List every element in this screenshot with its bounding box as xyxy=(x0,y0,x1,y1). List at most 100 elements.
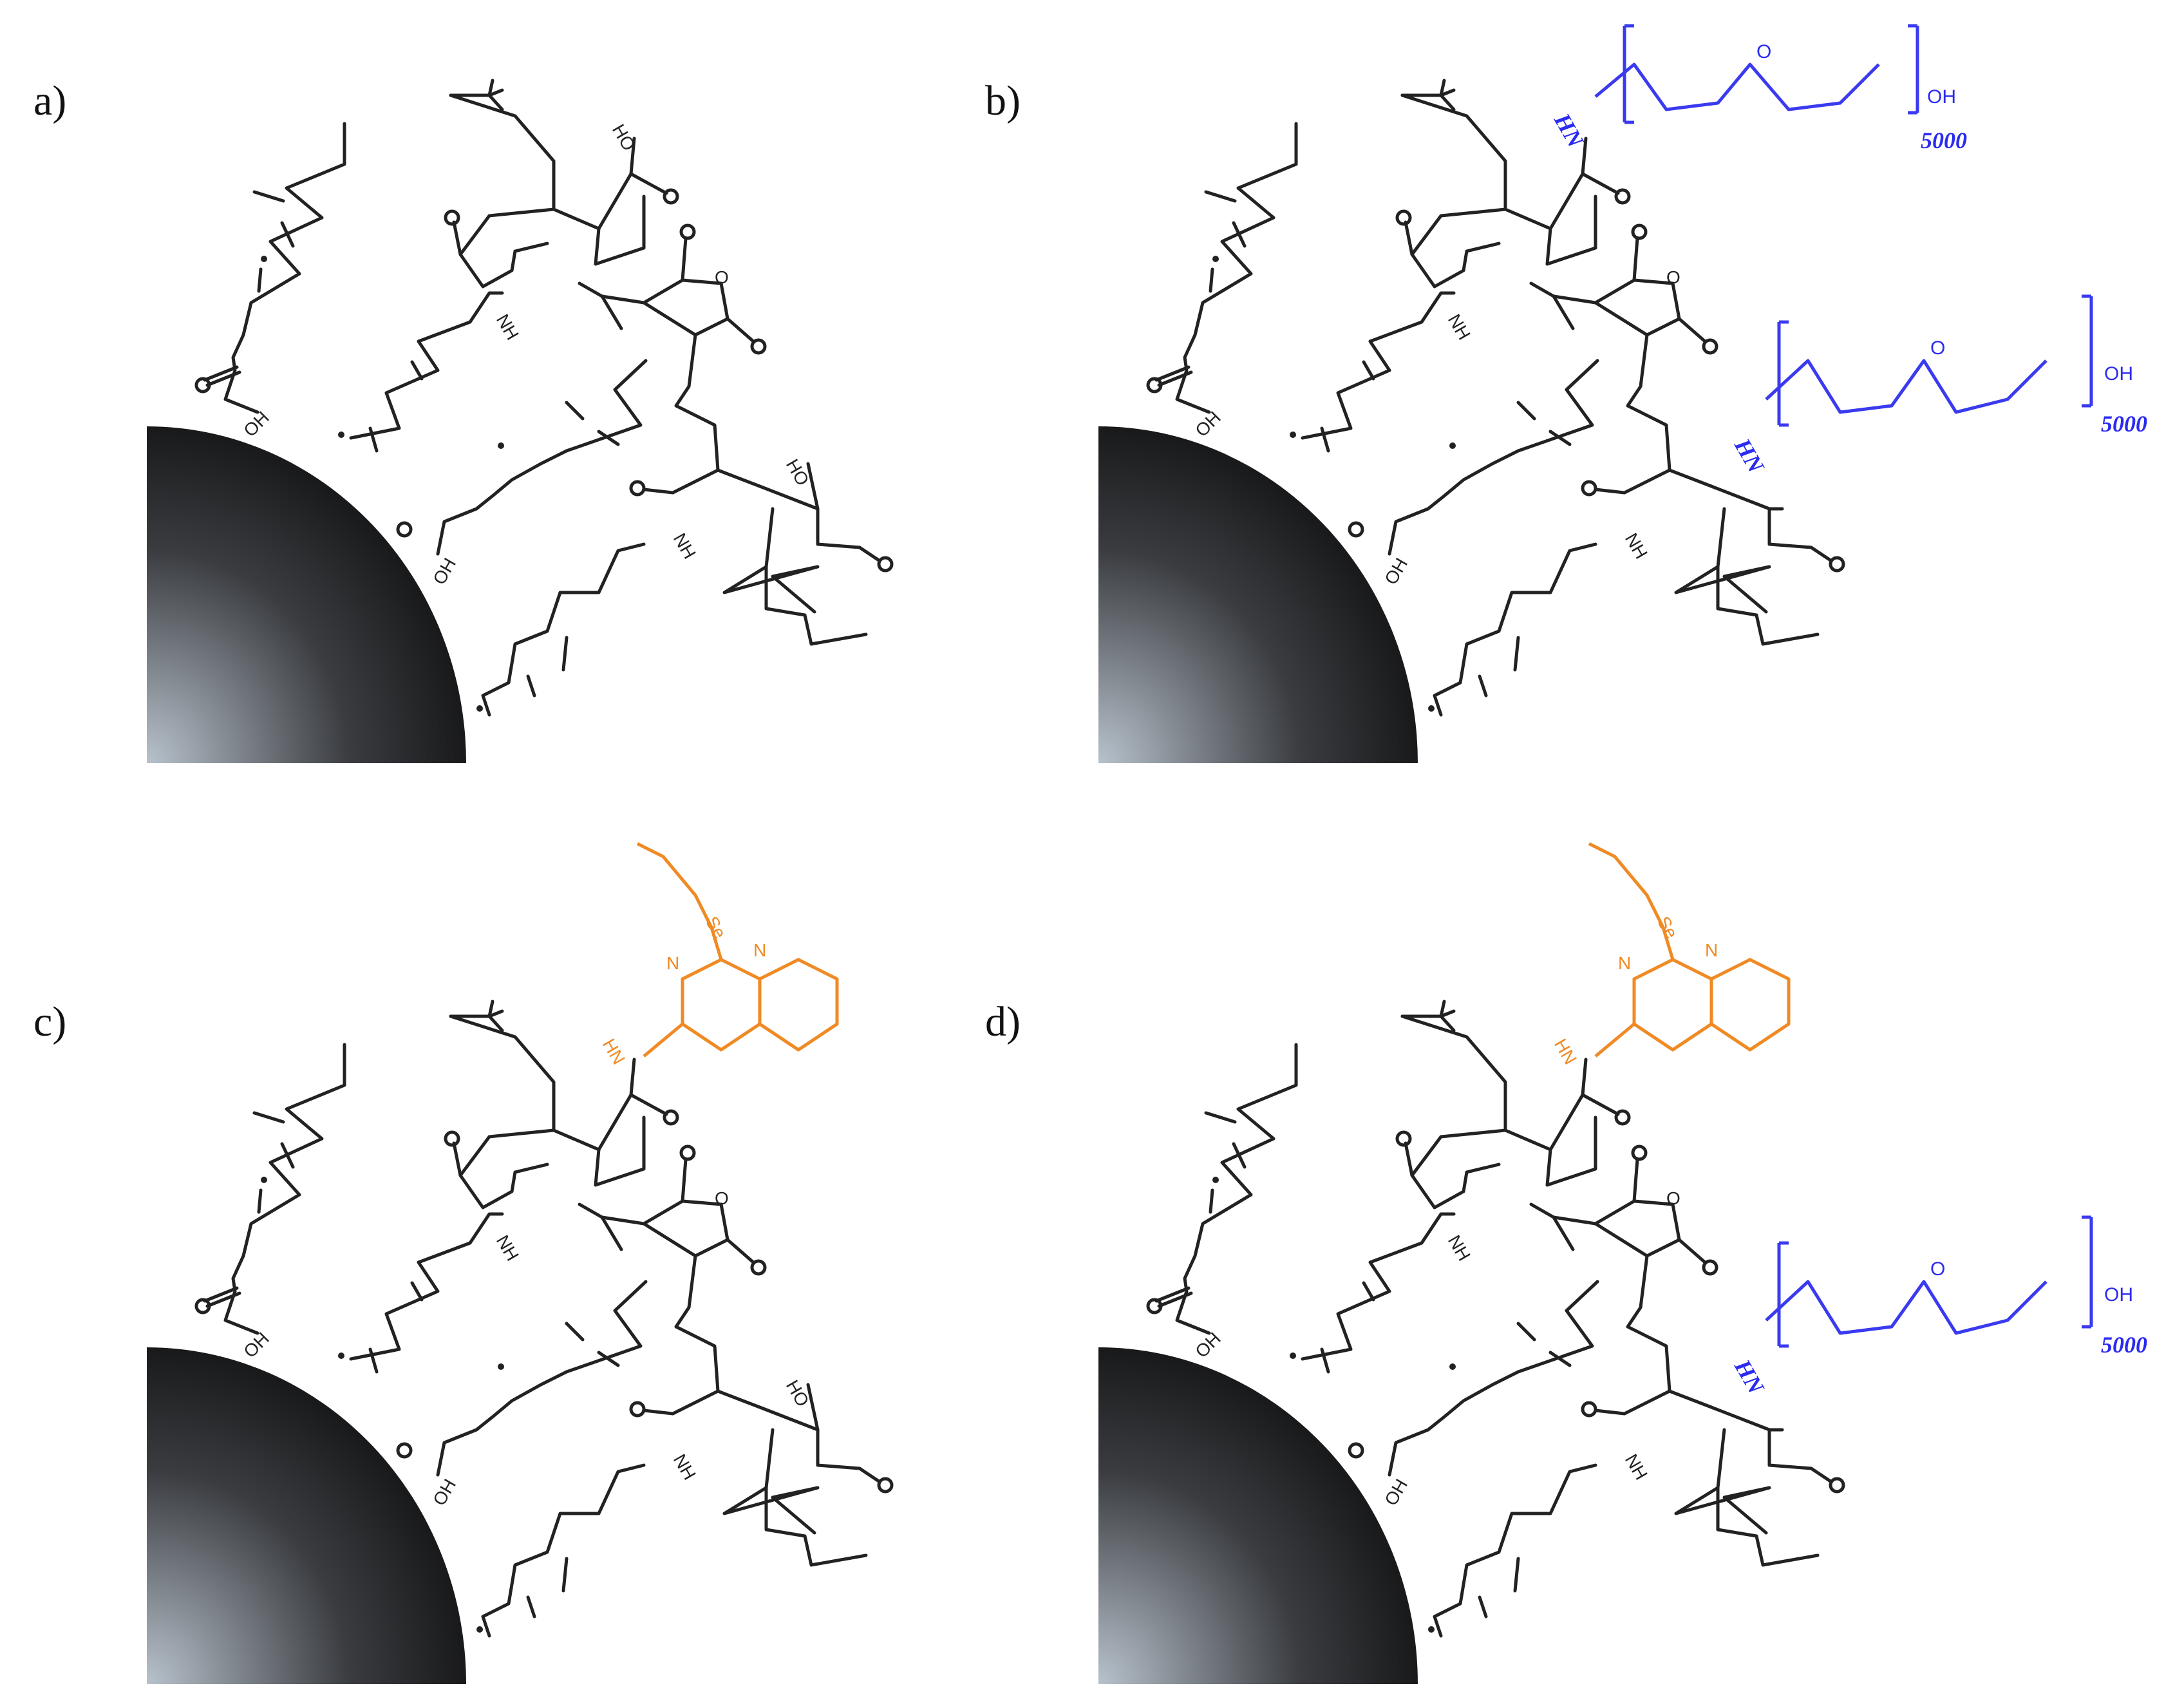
backbone xyxy=(1503,1115,1597,1187)
cis-bond-tick xyxy=(565,401,585,421)
backbone xyxy=(1503,195,1597,266)
backbone xyxy=(449,93,556,289)
bond xyxy=(1154,1286,1191,1303)
bond xyxy=(681,236,688,282)
oxygen-atom xyxy=(396,1442,413,1459)
hydroxyl-label: OH xyxy=(1191,408,1225,441)
oxygen-atom xyxy=(679,1144,696,1161)
cis-bond-tick xyxy=(1513,1557,1520,1593)
bond xyxy=(1552,294,1597,305)
panel-label: d) xyxy=(985,998,1021,1045)
bond xyxy=(487,1000,494,1018)
alkyl-chain xyxy=(481,1463,646,1638)
amide-nh-label: NH xyxy=(1621,1451,1652,1484)
peg-oxygen-label: O xyxy=(1930,1258,1945,1280)
cis-bond-tick xyxy=(1513,636,1520,672)
oxygen-atom xyxy=(1146,377,1163,394)
cis-bond-tick xyxy=(1549,430,1572,446)
peg-hydroxyl-label: OH xyxy=(2104,1284,2133,1305)
oleic-acid-chain xyxy=(1388,1280,1599,1477)
bond xyxy=(1581,1058,1588,1097)
radical-dot xyxy=(1428,705,1435,712)
bond xyxy=(1439,93,1456,111)
radical-dot xyxy=(476,1626,483,1633)
bond xyxy=(578,1202,604,1219)
oleic-acid-chain xyxy=(436,359,648,556)
panel-label: a) xyxy=(33,77,66,124)
nanoparticle xyxy=(1098,426,1418,763)
nanoparticle xyxy=(147,1347,466,1684)
propyl-chain xyxy=(636,842,723,960)
radical-dot xyxy=(261,256,267,262)
oxygen-atom xyxy=(1581,1401,1597,1418)
backbone xyxy=(722,1428,820,1535)
ring-oxygen-label: O xyxy=(1666,267,1680,287)
peg-repeat-label: 5000 xyxy=(2101,1332,2147,1358)
peg-amide-label: HN xyxy=(1729,433,1770,478)
oleic-acid-chain xyxy=(1175,122,1298,414)
peg-repeat-label: 5000 xyxy=(1921,128,1967,153)
oleic-acid-chain xyxy=(1175,1043,1298,1335)
alkyl-chain xyxy=(349,291,504,440)
bond xyxy=(1632,1157,1639,1203)
amide-nh-label: NH xyxy=(1621,530,1652,563)
alkyl-chain xyxy=(349,1212,504,1361)
oxygen-atom xyxy=(877,556,894,573)
cis-bond-tick xyxy=(1362,360,1375,381)
nanoparticle xyxy=(1098,1347,1418,1684)
bond xyxy=(1364,525,1397,528)
radical-dot xyxy=(498,1363,504,1370)
cis-bond-tick xyxy=(1232,221,1247,248)
cis-bond-tick xyxy=(280,221,295,248)
bond xyxy=(412,525,446,528)
oxygen-atom xyxy=(750,338,767,355)
amide-nh-label: NH xyxy=(670,1451,700,1484)
bond xyxy=(1439,1000,1446,1018)
cis-bond-tick xyxy=(561,1557,569,1593)
bond xyxy=(1154,365,1191,382)
bond xyxy=(203,365,239,382)
oxygen-atom xyxy=(1614,188,1631,205)
bond xyxy=(1552,294,1575,330)
oxygen-atom xyxy=(629,480,646,497)
oxygen-atom xyxy=(1146,1298,1163,1314)
bond xyxy=(1549,1093,1585,1152)
bond xyxy=(578,281,604,298)
radical-dot xyxy=(476,705,483,712)
cis-bond-tick xyxy=(1232,1142,1247,1169)
ring-nitrogen-label: N xyxy=(753,940,766,960)
cis-bond-tick xyxy=(1549,1351,1572,1367)
oxygen-atom xyxy=(396,521,413,538)
bond xyxy=(1623,468,1671,495)
cis-bond-tick xyxy=(1209,267,1214,293)
backbone xyxy=(1716,1486,1820,1567)
hydroxyl-label: OH xyxy=(240,408,273,441)
nanoparticle xyxy=(147,426,466,763)
cis-bond-tick xyxy=(252,190,285,203)
amide-nh-label: NH xyxy=(493,1232,523,1265)
bond xyxy=(681,1157,688,1203)
cis-bond-tick xyxy=(1362,1281,1375,1302)
quinazoline-ring xyxy=(1594,958,1713,1058)
bond xyxy=(1594,1409,1626,1416)
bond xyxy=(726,1238,755,1264)
oleic-acid-chain xyxy=(223,1043,346,1335)
backbone xyxy=(1716,565,1820,646)
propyl-chain xyxy=(1588,842,1675,960)
carboxyl-ho-label: HO xyxy=(782,1377,813,1410)
bond xyxy=(1594,488,1626,495)
backbone xyxy=(1400,1014,1507,1210)
backbone xyxy=(1626,1254,1813,1470)
bond xyxy=(1581,137,1588,176)
bond xyxy=(1529,281,1556,298)
oxygen-atom xyxy=(1702,1259,1718,1276)
quinazoline-nh-label: HN xyxy=(1550,1036,1581,1068)
oxygen-atom xyxy=(194,1298,211,1314)
bond xyxy=(1809,1466,1832,1483)
bond xyxy=(205,1291,241,1308)
backbone xyxy=(1400,93,1507,289)
hydroxyl-label: OH xyxy=(1380,555,1411,588)
oxygen-atom xyxy=(194,377,211,394)
